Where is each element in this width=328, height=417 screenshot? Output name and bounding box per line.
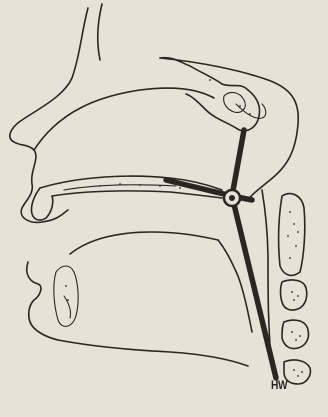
vertebra-c3 <box>281 280 307 310</box>
diagonal-bar <box>232 196 276 378</box>
pivot-center <box>229 195 235 201</box>
palate-inner <box>64 185 176 190</box>
lower-incisor-root <box>64 296 71 318</box>
lower-incisor <box>54 266 78 326</box>
vertebra-c4 <box>282 320 309 348</box>
vertebra-c5 <box>284 360 310 384</box>
upper-incisor <box>31 188 52 220</box>
palate-lower <box>52 191 222 198</box>
lower-lip <box>27 262 58 340</box>
vertebra-c2 <box>279 194 305 276</box>
mandible <box>58 340 248 366</box>
nasal-bone <box>34 88 214 150</box>
point-label-hw: HW <box>271 378 287 392</box>
cranial-outline <box>10 8 88 222</box>
mandible-upper <box>70 232 218 254</box>
sphenoid-outline <box>160 58 260 131</box>
vertical-bar-upper <box>232 130 244 196</box>
